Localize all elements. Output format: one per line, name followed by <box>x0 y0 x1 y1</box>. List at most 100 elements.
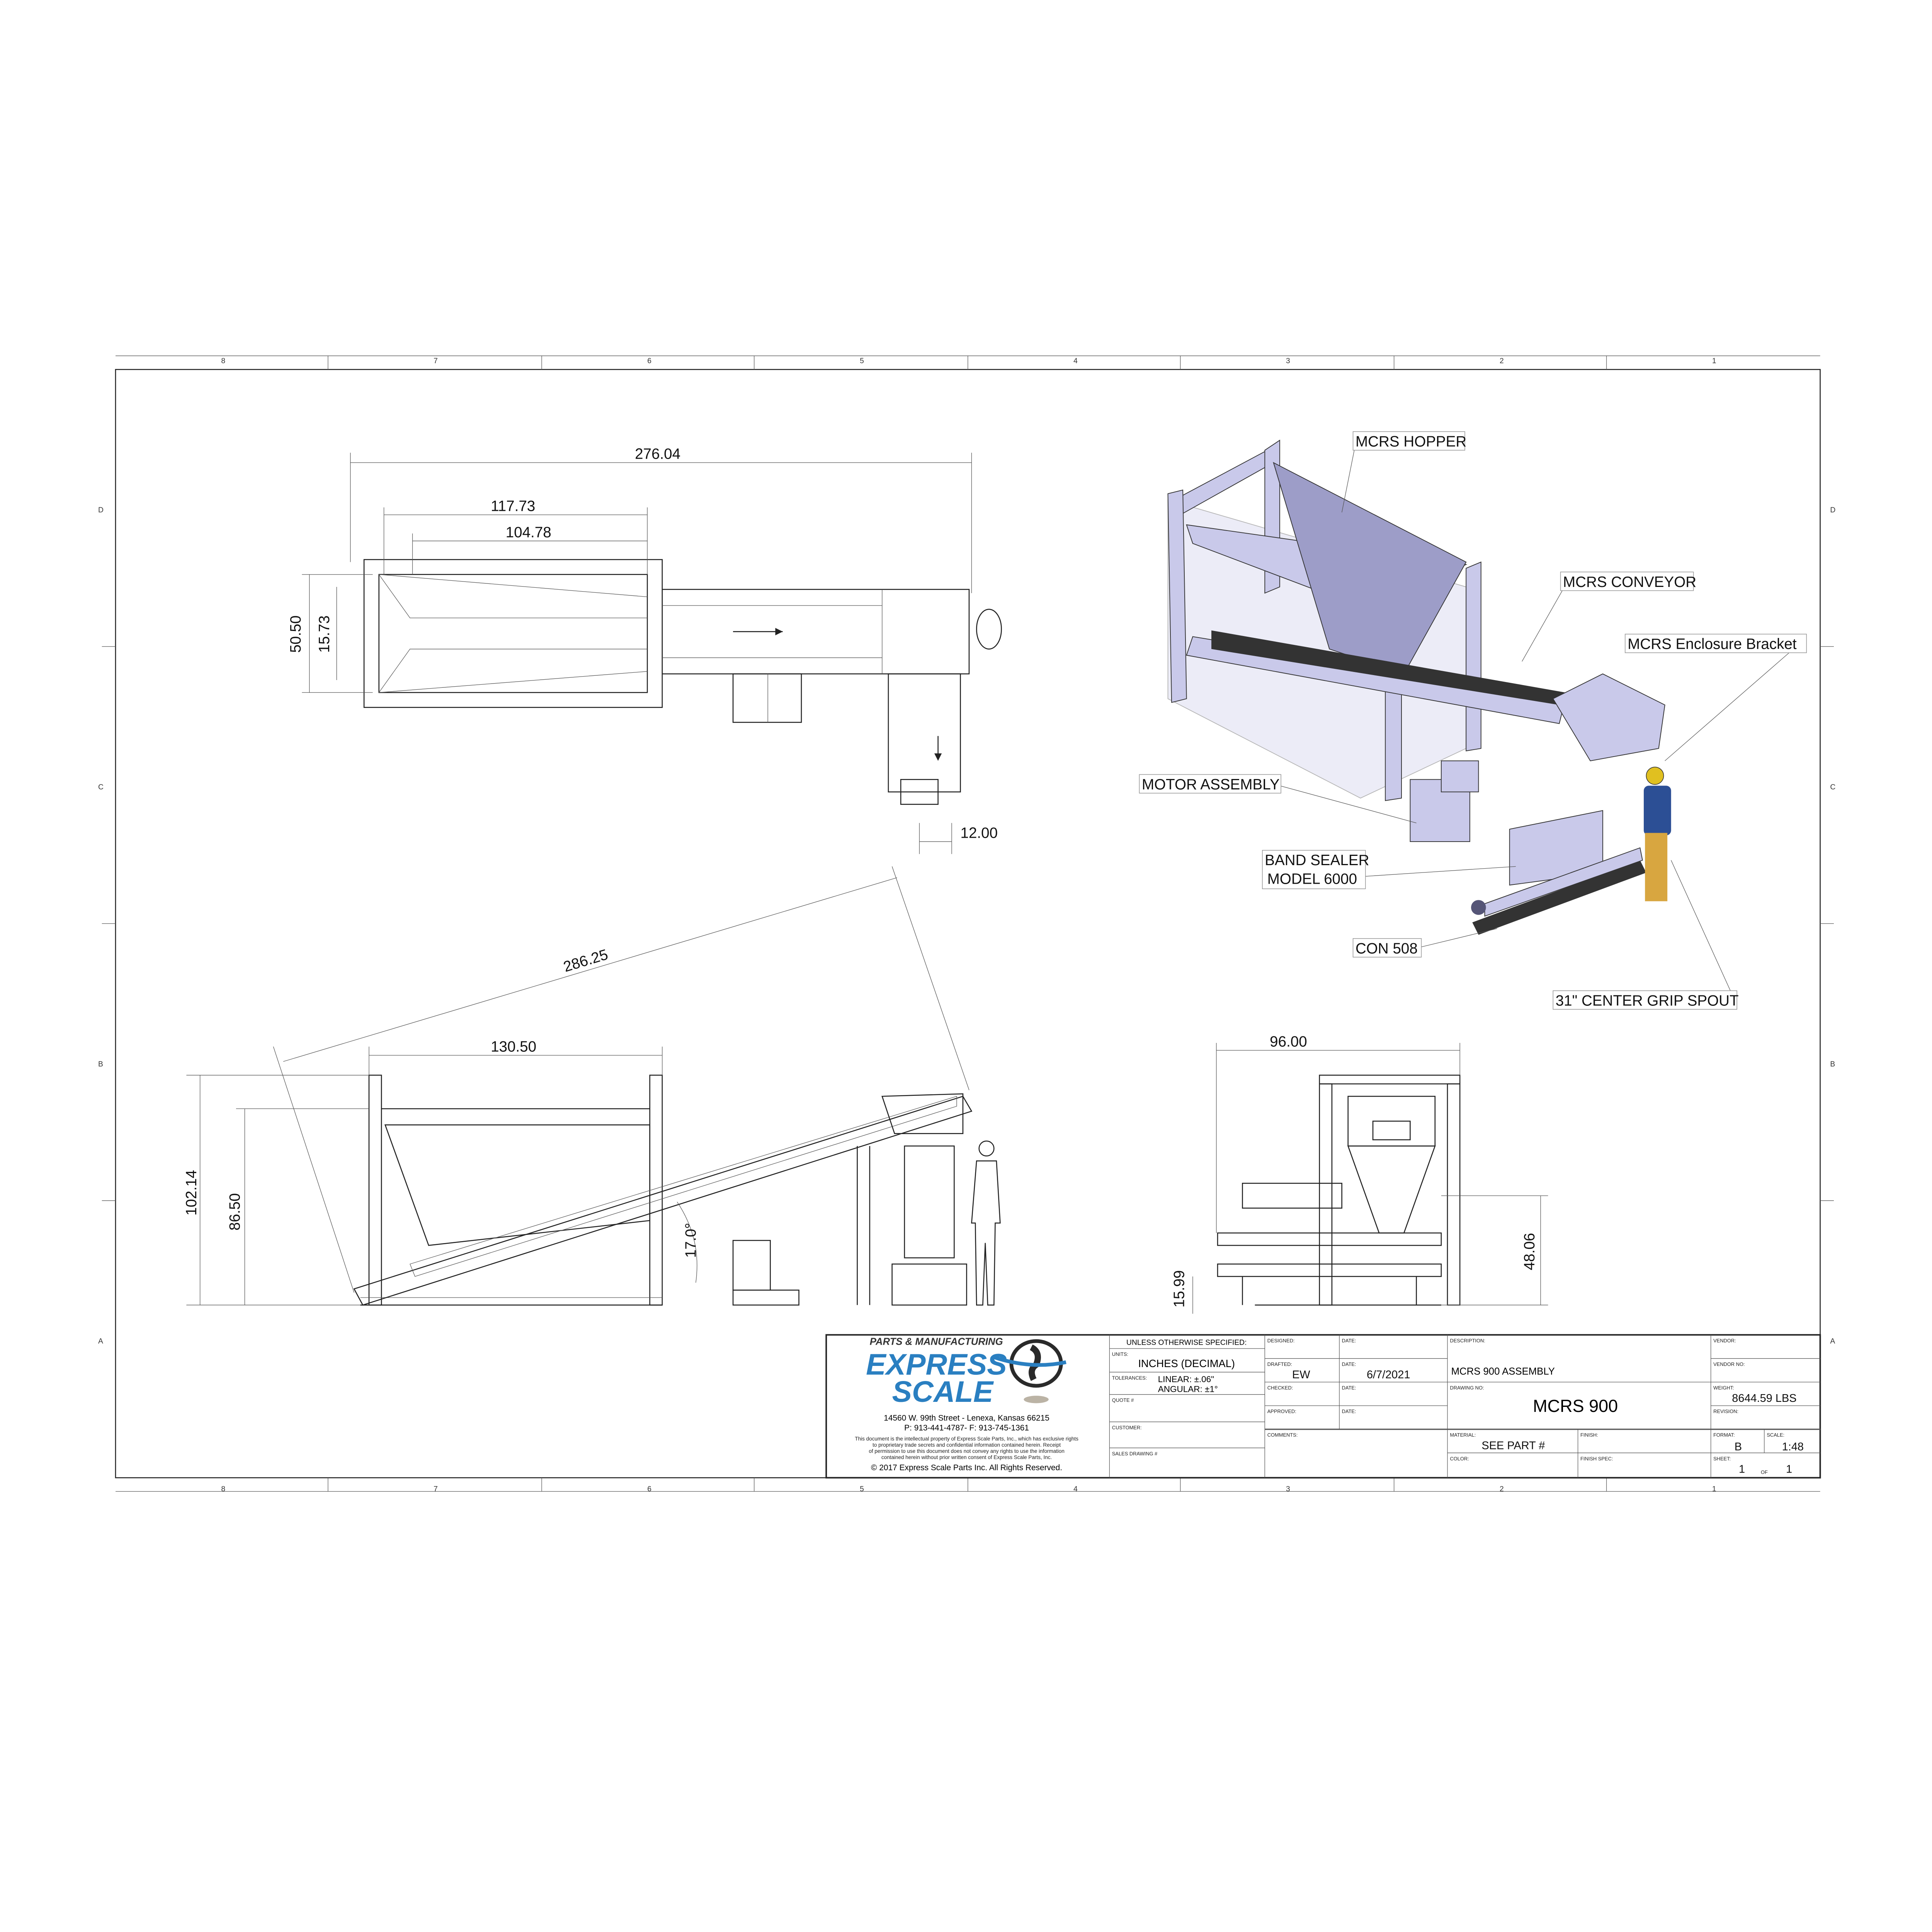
zone-row: A <box>98 1337 103 1345</box>
callout-con-508: CON 508 <box>1355 940 1418 957</box>
side-view: 286.25 130.50 102.14 86.50 17.0° <box>183 866 1001 1306</box>
callout-conveyor: MCRS CONVEYOR <box>1563 574 1696 590</box>
zone-row: A <box>1830 1337 1835 1345</box>
comments-label: COMMENTS: <box>1267 1432 1298 1438</box>
approved-label: APPROVED: <box>1267 1408 1296 1414</box>
dim-angle: 17.0° <box>683 1223 699 1258</box>
revision-label: REVISION: <box>1713 1408 1738 1414</box>
date-label: DATE: <box>1342 1385 1356 1391</box>
zone-row: D <box>1830 506 1835 514</box>
callout-enclosure-bracket: MCRS Enclosure Bracket <box>1628 636 1797 653</box>
zone-col: 7 <box>434 1485 438 1493</box>
callout-hopper: MCRS HOPPER <box>1355 434 1466 450</box>
sheet-label: SHEET: <box>1713 1456 1731 1461</box>
dim-side-hopper-length: 130.50 <box>491 1038 536 1055</box>
dim-hopper-inner: 104.78 <box>506 524 551 541</box>
zone-row: B <box>98 1060 103 1068</box>
weight-label: WEIGHT: <box>1713 1385 1734 1391</box>
express-scale-logo: PARTS & MANUFACTURING EXPRESS SCALE <box>866 1336 1066 1408</box>
callout-band-sealer-model: MODEL 6000 <box>1267 871 1357 887</box>
vendor-no-label: VENDOR NO: <box>1713 1361 1745 1367</box>
zone-col: 5 <box>860 1485 864 1493</box>
dim-sealer-height: 48.06 <box>1521 1233 1538 1270</box>
scale-value: 1:48 <box>1782 1441 1804 1453</box>
callout-band-sealer: BAND SEALER <box>1265 852 1369 869</box>
zone-col: 8 <box>221 1485 225 1493</box>
dim-conveyor-height: 15.99 <box>1171 1270 1187 1308</box>
zone-col: 1 <box>1712 357 1716 365</box>
finish-spec-label: FINISH SPEC: <box>1580 1456 1613 1461</box>
date-label: DATE: <box>1342 1361 1356 1367</box>
date-label: DATE: <box>1342 1408 1356 1414</box>
drafted-label: DRAFTED: <box>1267 1361 1292 1367</box>
person-figure <box>971 1140 1001 1306</box>
dim-offset: 12.00 <box>961 825 998 841</box>
company-address: 14560 W. 99th Street - Lenexa, Kansas 66… <box>884 1413 1049 1422</box>
logo-name-2: SCALE <box>892 1375 994 1408</box>
material-label: MATERIAL: <box>1450 1432 1476 1438</box>
sales-drawing-label: SALES DRAWING # <box>1112 1451 1158 1456</box>
company-phone: P: 913-441-4787- F: 913-745-1361 <box>904 1423 1029 1432</box>
zone-col: 3 <box>1286 357 1290 365</box>
units-label: UNITS: <box>1112 1351 1128 1357</box>
sheet-number: 1 <box>1739 1463 1745 1476</box>
zone-col: 2 <box>1500 357 1504 365</box>
description-value: MCRS 900 ASSEMBLY <box>1451 1366 1555 1377</box>
description-label: DESCRIPTION: <box>1450 1338 1485 1344</box>
zone-col: 7 <box>434 357 438 365</box>
dim-front-width: 96.00 <box>1270 1034 1307 1050</box>
spec-header: UNLESS OTHERWISE SPECIFIED: <box>1126 1338 1247 1347</box>
drafted-date: 6/7/2021 <box>1367 1369 1410 1381</box>
zone-row: C <box>1830 783 1835 791</box>
sheet-of: OF <box>1761 1469 1768 1475</box>
tolerance-angular: ANGULAR: ±1° <box>1158 1384 1218 1394</box>
zone-row: C <box>98 783 104 791</box>
zone-col: 6 <box>647 1485 651 1493</box>
notice-line: contained herein without prior written c… <box>881 1454 1052 1460</box>
tolerances-label: TOLERANCES: <box>1112 1375 1147 1381</box>
zone-col: 1 <box>1712 1485 1716 1493</box>
weight-value: 8644.59 LBS <box>1732 1392 1796 1405</box>
isometric-view <box>1167 439 1671 935</box>
copyright: © 2017 Express Scale Parts Inc. All Righ… <box>871 1463 1062 1472</box>
dim-width: 50.50 <box>287 616 304 653</box>
vendor-label: VENDOR: <box>1713 1338 1736 1344</box>
material-value: SEE PART # <box>1481 1439 1545 1452</box>
zone-col: 6 <box>647 357 651 365</box>
worker-figure <box>1644 767 1671 901</box>
designed-label: DESIGNED: <box>1267 1338 1295 1344</box>
zone-row: D <box>98 506 104 514</box>
drawing-no-value: MCRS 900 <box>1533 1396 1618 1416</box>
drafted-value: EW <box>1292 1369 1310 1381</box>
zone-col: 4 <box>1073 357 1078 365</box>
dim-hopper-length: 117.73 <box>491 498 535 515</box>
callouts: MCRS HOPPER MCRS CONVEYOR MCRS Enclosure… <box>1139 431 1807 1010</box>
checked-label: CHECKED: <box>1267 1385 1293 1391</box>
format-value: B <box>1735 1441 1742 1453</box>
dim-overall-height: 102.14 <box>183 1170 200 1216</box>
notice-line: of permission to use this document does … <box>869 1448 1065 1454</box>
customer-label: CUSTOMER: <box>1112 1425 1142 1430</box>
date-label: DATE: <box>1342 1338 1356 1344</box>
finish-label: FINISH: <box>1580 1432 1598 1438</box>
logo-name-1: EXPRESS <box>866 1348 1007 1381</box>
title-block: PARTS & MANUFACTURING EXPRESS SCALE 1456… <box>825 1334 1821 1479</box>
format-label: FORMAT: <box>1713 1432 1735 1438</box>
zone-col: 5 <box>860 357 864 365</box>
dim-hopper-height: 86.50 <box>227 1193 243 1231</box>
color-label: COLOR: <box>1450 1456 1469 1461</box>
zone-col: 8 <box>221 357 225 365</box>
dim-inner-width: 15.73 <box>316 616 333 653</box>
zone-col: 4 <box>1073 1485 1078 1493</box>
front-view: 96.00 48.06 15.99 <box>1171 1034 1548 1314</box>
zone-markers: 8 7 6 5 4 3 2 1 8 7 6 5 4 3 2 1 D C B A … <box>98 355 1835 1493</box>
units-value: INCHES (DECIMAL) <box>1138 1357 1235 1369</box>
notice-line: This document is the intellectual proper… <box>855 1436 1078 1442</box>
dim-overall-length: 276.04 <box>635 446 680 463</box>
zone-col: 2 <box>1500 1485 1504 1493</box>
zone-col: 3 <box>1286 1485 1290 1493</box>
zone-row: B <box>1830 1060 1835 1068</box>
callout-motor-assembly: MOTOR ASSEMBLY <box>1142 776 1280 793</box>
notice-line: to proprietary trade secrets and confide… <box>872 1442 1061 1448</box>
